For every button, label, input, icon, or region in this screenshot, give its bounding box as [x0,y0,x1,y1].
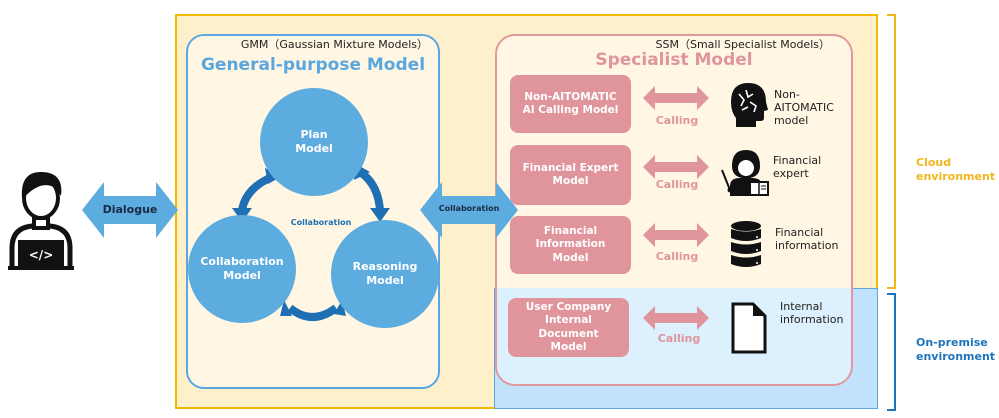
gmm-title: General-purpose Model [200,55,426,75]
calling-label-3: Calling [655,250,699,263]
model-label-line: Financial [543,225,598,238]
collaboration-double-arrow [420,182,518,238]
target-label-line: model [774,114,809,128]
cycle-arrow-plan-reason [357,168,384,211]
cloud-label-line: environment [916,169,996,183]
target-label-line: Financial [773,154,822,167]
node-label-line: Model [366,274,404,287]
cycle-arrow-plan-collab [238,173,274,211]
dialogue-double-arrow [82,182,178,238]
target-label-line: information [775,239,839,253]
target-label-line: AITOMATIC [774,101,834,115]
teacher-expert-icon [721,150,769,196]
gmm-caption: GMM（Gaussian Mixture Models） [240,38,428,51]
node-label-line: Plan [300,128,328,142]
target-label-line: information [780,313,844,327]
cloud-environment-label: Cloud environment [916,156,995,184]
cycle-arrow-collab-reason [287,304,339,321]
onpremise-environment-label: On-premise environment [916,336,995,364]
model-label-line: Document [538,327,599,340]
model-label-line: Model [552,251,589,264]
svg-text:</>: </> [29,248,54,262]
developer-with-laptop-icon: </> [8,172,74,270]
target-label-line: Non- [774,88,800,101]
collaboration-center-label: Collaboration [290,218,352,227]
target-label-line: Internal [780,300,823,313]
model-label-line: Model [552,175,589,187]
model-label-line: Information [535,238,606,251]
model-label-line: AI Calling Model [522,104,619,116]
node-label-line: Model [223,269,261,282]
onprem-label-line: environment [916,349,996,363]
document-icon [731,302,767,354]
node-label-line: Collaboration [200,255,284,269]
dialogue-label: Dialogue [102,203,158,216]
calling-label-1: Calling [655,114,699,127]
onprem-bracket [887,293,896,411]
environment-brackets [887,14,896,411]
calling-arrow-4 [643,306,709,330]
target-label-line: Financial [775,226,824,239]
cloud-label-line: Cloud [916,156,952,169]
collaboration-cycle-arrows [232,164,390,321]
calling-arrow-1 [643,86,709,110]
ssm-caption: SSM（Small Specialist Models） [655,38,831,51]
onprem-label-line: On-premise [916,336,988,349]
calling-arrow-3 [643,223,709,247]
calling-label-2: Calling [655,178,699,191]
database-icon [731,221,761,267]
model-label-line: Model [550,340,587,353]
model-label-line: Non-AITOMATIC [524,90,617,103]
calling-arrow-2 [643,155,709,179]
model-label-line: User Company [525,301,612,314]
ssm-title: Specialist Model [595,50,753,70]
cloud-bracket [887,14,896,289]
node-label-line: Reasoning [352,260,418,274]
node-label-line: Model [295,142,333,155]
model-label-line: Financial Expert [522,161,619,174]
model-label-line: Internal [545,314,592,327]
target-label-line: expert [773,167,809,181]
brain-head-icon [731,83,768,127]
calling-label-4: Calling [657,332,701,345]
bridge-collaboration-label: Collaboration [438,204,500,213]
